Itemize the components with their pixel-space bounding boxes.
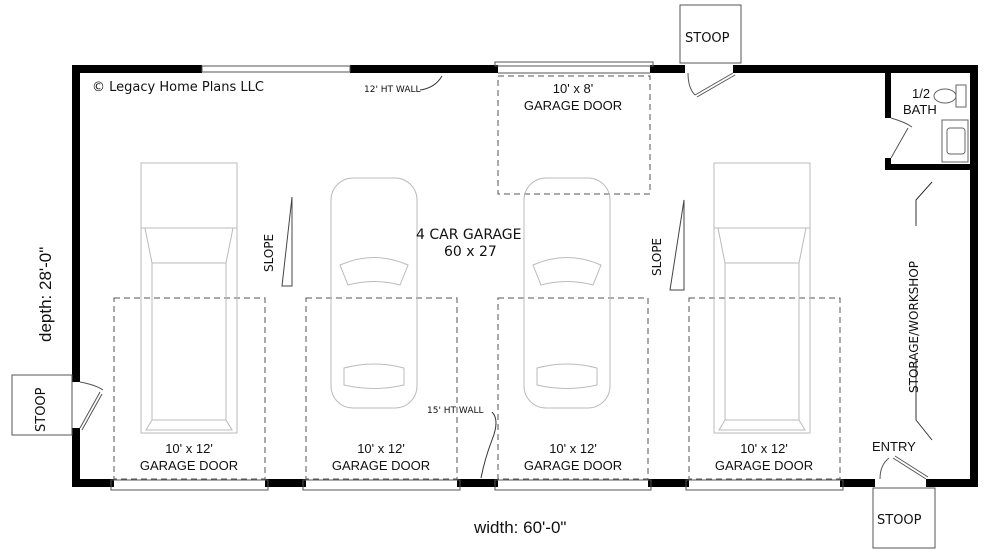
rear-garage-door bbox=[494, 61, 654, 195]
garage-door-1-label: GARAGE DOOR bbox=[139, 458, 239, 473]
storage-workshop-label: STORAGE/WORKSHOP bbox=[907, 260, 921, 393]
garage-door-4-size: 10' x 12' bbox=[740, 441, 788, 456]
garage-title: 4 CAR GARAGE bbox=[416, 227, 522, 243]
garage-door-3-label: GARAGE DOOR bbox=[523, 458, 623, 473]
leaders bbox=[419, 75, 933, 479]
vehicles bbox=[140, 162, 811, 434]
stoop-top-label: STOOP bbox=[685, 31, 730, 46]
bath-fixtures bbox=[933, 84, 969, 163]
stoop-left-label: STOOP bbox=[34, 387, 49, 433]
entry-label: ENTRY bbox=[872, 439, 916, 454]
garage-door-4-label: GARAGE DOOR bbox=[714, 458, 814, 473]
stoops bbox=[11, 4, 936, 549]
doors bbox=[79, 72, 929, 480]
wall-note-bottom: 15' HT WALL bbox=[427, 406, 484, 416]
slope-label-right: SLOPE bbox=[650, 237, 664, 276]
slope-wedges bbox=[281, 196, 685, 291]
bath-label-line2: BATH bbox=[903, 102, 937, 117]
bath-label-line1: 1/2 bbox=[912, 86, 931, 101]
depth-dimension: depth: 28'-0" bbox=[36, 246, 55, 342]
window-top bbox=[201, 65, 351, 73]
garage-door-2-size: 10' x 12' bbox=[357, 441, 405, 456]
rear-garage-door-size: 10' x 8' bbox=[552, 81, 594, 96]
rear-garage-door-label: GARAGE DOOR bbox=[523, 98, 623, 113]
garage-size: 60 x 27 bbox=[444, 244, 497, 260]
walls bbox=[72, 65, 978, 487]
garage-door-3-size: 10' x 12' bbox=[549, 441, 597, 456]
stoop-bottom-label: STOOP bbox=[877, 513, 922, 528]
slope-label-left: SLOPE bbox=[262, 233, 276, 272]
garage-door-2-label: GARAGE DOOR bbox=[331, 458, 431, 473]
garage-door-1-size: 10' x 12' bbox=[165, 441, 213, 456]
front-garage-doors bbox=[110, 297, 844, 491]
wall-note-top: 12' HT WALL bbox=[364, 85, 421, 95]
width-dimension: width: 60'-0" bbox=[474, 518, 567, 537]
copyright-label: © Legacy Home Plans LLC bbox=[92, 80, 264, 95]
